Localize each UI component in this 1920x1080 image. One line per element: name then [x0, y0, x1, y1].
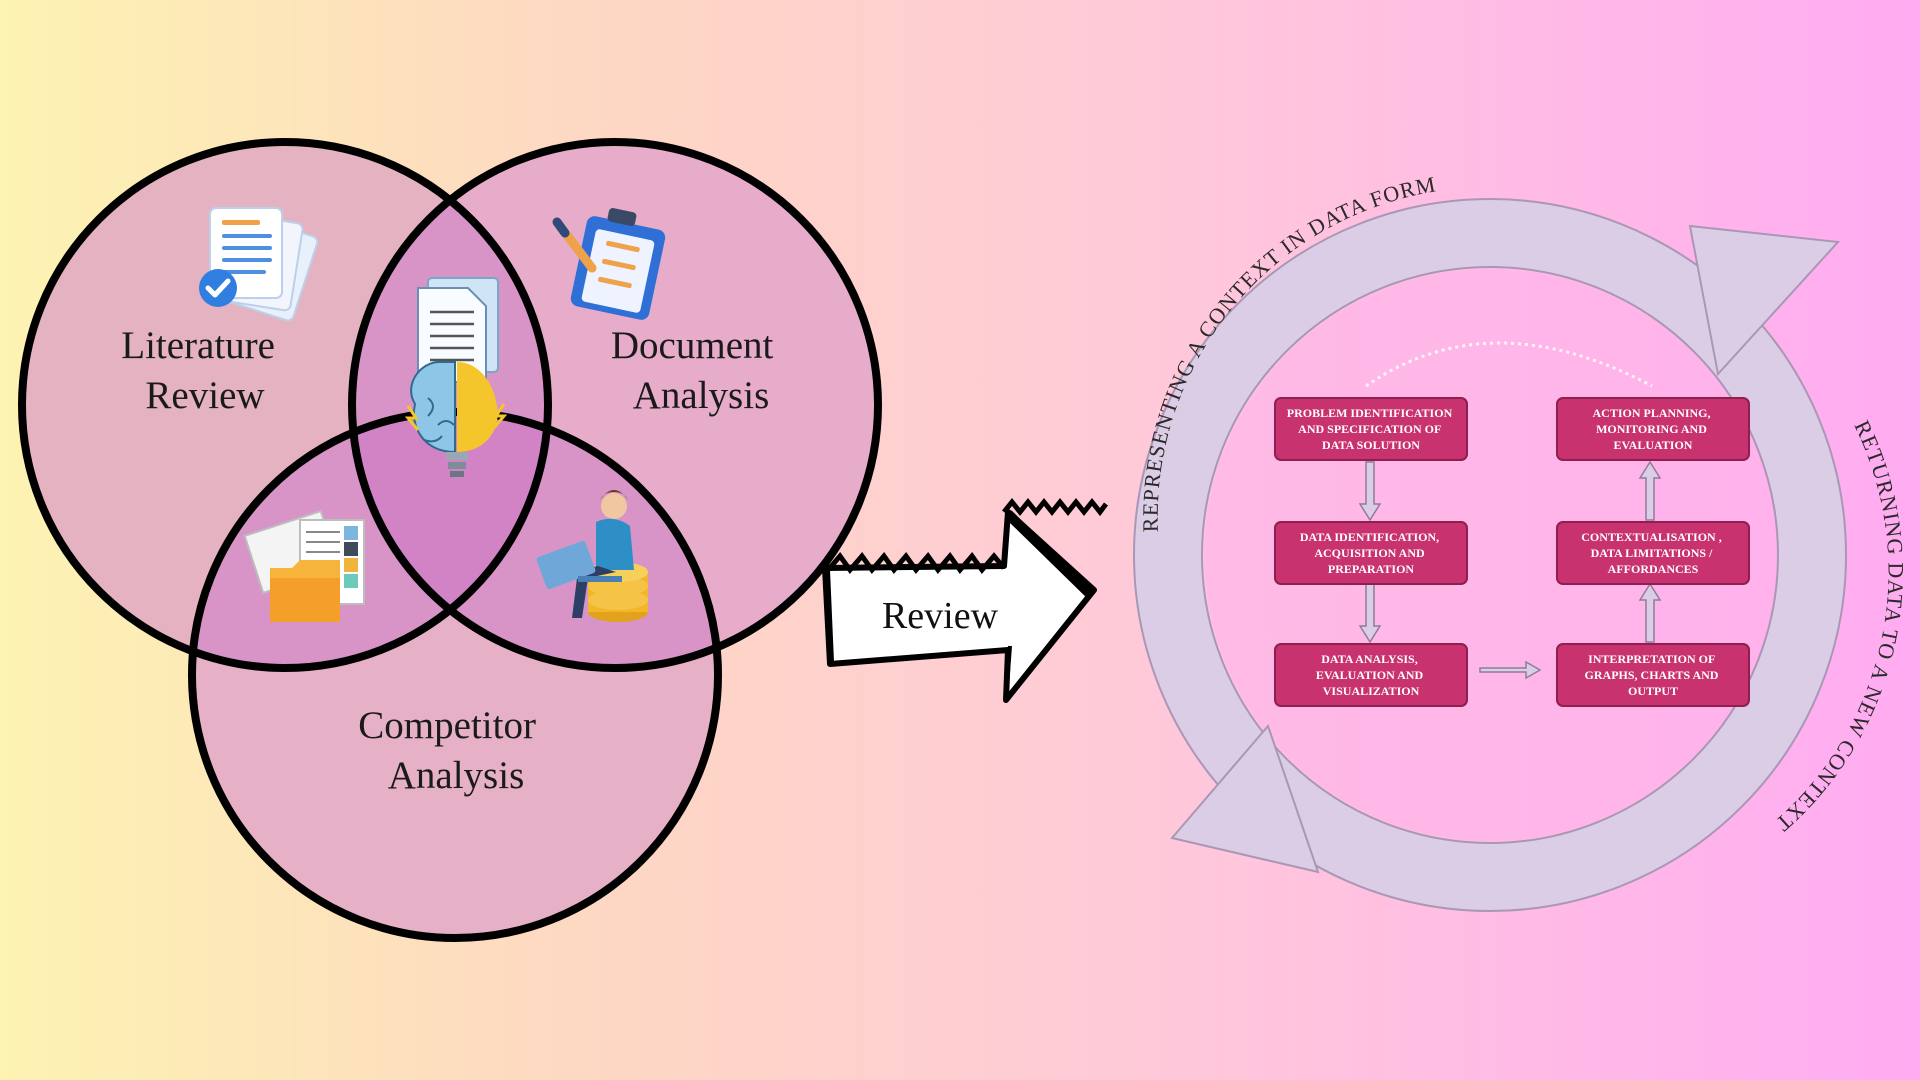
- venn-label-document: Document Analysis: [611, 324, 783, 417]
- venn-overlap-bc: [352, 412, 718, 668]
- svg-text:INTERPRETATION OF GRAP: INTERPRETATION OF GRAPHS, CHARTS AND OUT…: [1585, 652, 1722, 698]
- person-laptop-coins-icon: [536, 490, 648, 622]
- clipboard-pen-icon: [552, 207, 666, 320]
- cycle-box-data-identification: DATA IDENTIFICATION, ACQUISITION AND PRE…: [1274, 521, 1468, 585]
- review-arrow-label: Review: [882, 595, 999, 637]
- file-folder-icon: [243, 509, 365, 622]
- svg-text:CONTEXTUALISATION , DA: CONTEXTUALISATION , DATA LIMITATIONS / A…: [1581, 530, 1724, 576]
- svg-text:ACTION PLANNING, MONIT: ACTION PLANNING, MONITORING AND EVALUATI…: [1592, 406, 1713, 452]
- data-cycle-diagram: REPRESENTING A CONTEXT IN DATA FORM RETU…: [1133, 171, 1907, 912]
- cycle-box-interpretation: INTERPRETATION OF GRAPHS, CHARTS AND OUT…: [1556, 643, 1750, 707]
- cycle-arrowhead-top: [1688, 224, 1841, 377]
- venn-outline-document: [348, 138, 882, 672]
- cycle-connectors: [1358, 460, 1662, 680]
- venn-label-competitor: Competitor Analysis: [358, 704, 545, 797]
- venn-diagram: Literature Review Document Analysis Comp…: [18, 138, 882, 942]
- review-arrow: Review: [822, 497, 1108, 703]
- svg-text:PROBLEM IDENTIFICATION: PROBLEM IDENTIFICATION AND SPECIFICATION…: [1287, 406, 1455, 452]
- paper-sheet-icon: [417, 277, 499, 383]
- venn-outline-literature: [18, 138, 552, 672]
- cycle-box-action-planning: ACTION PLANNING, MONITORING AND EVALUATI…: [1556, 397, 1750, 461]
- venn-label-literature: Literature Review: [121, 324, 284, 417]
- cycle-box-contextualisation: CONTEXTUALISATION , DATA LIMITATIONS / A…: [1556, 521, 1750, 585]
- svg-text:DATA ANALYSIS, EVALUAT: DATA ANALYSIS, EVALUATION AND VISUALIZAT…: [1316, 652, 1426, 698]
- svg-text:DATA IDENTIFICATION, A: DATA IDENTIFICATION, ACQUISITION AND PRE…: [1300, 530, 1442, 576]
- cycle-arrowhead-bottom: [1170, 724, 1320, 874]
- documents-check-icon: [199, 207, 319, 322]
- cycle-box-problem: PROBLEM IDENTIFICATION AND SPECIFICATION…: [1274, 397, 1468, 461]
- brain-bulb-icon: [404, 361, 508, 477]
- cycle-top-connector: [1365, 341, 1653, 388]
- cycle-box-data-analysis: DATA ANALYSIS, EVALUATION AND VISUALIZAT…: [1274, 643, 1468, 707]
